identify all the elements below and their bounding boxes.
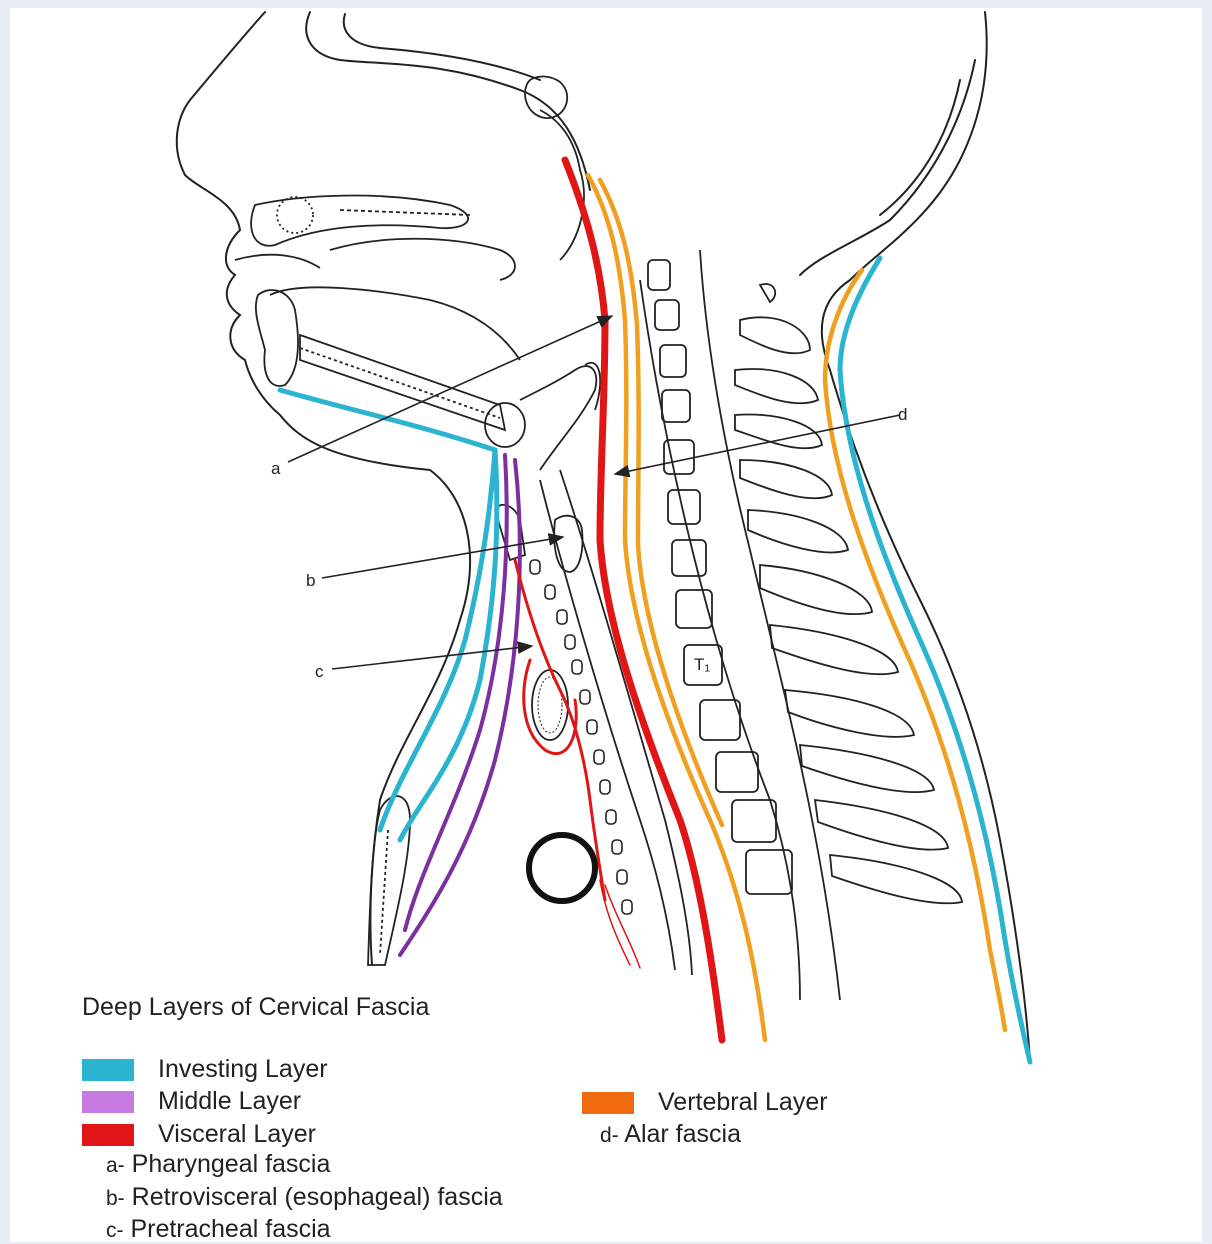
sublabel-d: d- Alar fascia [600,1120,741,1149]
legend-label-investing: Investing Layer [158,1055,328,1084]
airway-outlines [495,76,692,975]
legend-item-middle: Middle Layer [82,1087,301,1116]
pointer-label-b: b [306,571,315,590]
legend-swatch-investing [82,1059,134,1081]
vertebral-bodies [640,250,840,1000]
legend-label-vertebral: Vertebral Layer [658,1088,828,1117]
sublabel-a: a- Pharyngeal fascia [106,1150,330,1179]
sublabel-b: b- Retrovisceral (esophageal) fascia [106,1183,503,1212]
figure-panel: a b c d T₁ Deep Layers of Cervical Fasci… [10,8,1202,1242]
sublabel-a-letter: a- [106,1154,125,1177]
pointer-label-a: a [271,459,281,478]
vertebral-layer [588,175,1005,1040]
legend-item-vertebral: Vertebral Layer [582,1088,828,1117]
vertebra-label: T₁ [694,655,710,674]
sublabel-c-text: Pretracheal fascia [130,1215,330,1243]
legend-item-investing: Investing Layer [82,1055,328,1084]
legend-item-visceral: Visceral Layer [82,1120,316,1149]
pointer-arrows [288,316,900,669]
sternum [368,796,410,965]
tracheal-circle [529,835,595,901]
sublabel-a-text: Pharyngeal fascia [132,1150,331,1178]
sublabel-d-text: Alar fascia [624,1120,741,1148]
mandible-tongue [256,287,525,447]
legend-swatch-visceral [82,1124,134,1146]
sublabel-d-letter: d- [600,1124,619,1147]
sublabel-c: c- Pretracheal fascia [106,1215,331,1244]
sublabel-b-letter: b- [106,1187,125,1210]
pointer-label-c: c [315,662,324,681]
legend-label-visceral: Visceral Layer [158,1120,316,1149]
legend-title: Deep Layers of Cervical Fascia [82,993,429,1022]
spinous-processes [735,284,962,903]
visceral-layer [515,160,722,1040]
legend-swatch-middle [82,1091,134,1113]
pointer-label-d: d [898,405,907,424]
thyroid-gland [532,670,568,740]
sublabel-c-letter: c- [106,1219,124,1242]
legend-swatch-vertebral [582,1092,634,1114]
tracheal-rings [530,560,632,914]
palate-structures [235,196,515,280]
sublabel-b-text: Retrovisceral (esophageal) fascia [132,1183,503,1211]
legend-label-middle: Middle Layer [158,1087,301,1116]
